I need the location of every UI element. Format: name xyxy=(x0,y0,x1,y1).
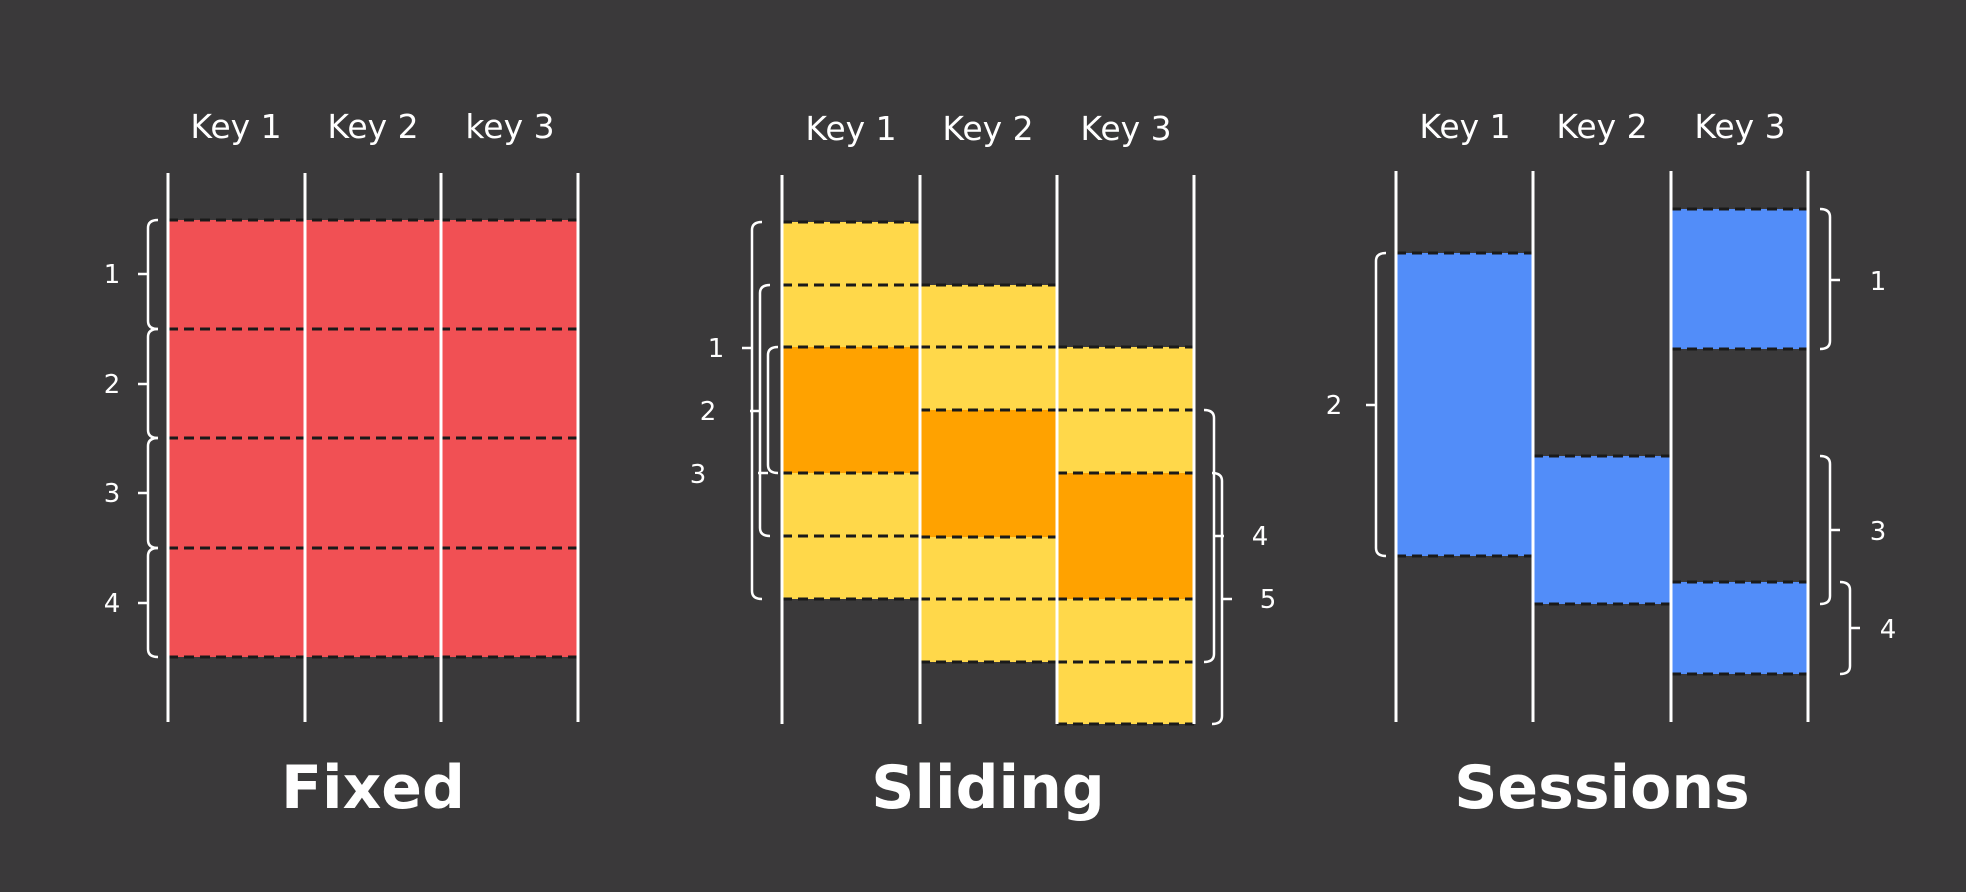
sliding-window-4-label: 4 xyxy=(1252,522,1269,552)
sliding-window-3-label: 3 xyxy=(690,460,707,490)
fixed-key-1-label: Key 1 xyxy=(190,107,281,146)
fixed-title: Fixed xyxy=(281,753,465,823)
sessions-window-1-label: 1 xyxy=(1870,267,1887,297)
sliding-title: Sliding xyxy=(871,753,1105,823)
fixed-dashes xyxy=(168,218,578,659)
sliding-window-1-label: 1 xyxy=(708,334,725,364)
sessions-window-2-label: 2 xyxy=(1326,391,1343,421)
fixed-window-4-label: 4 xyxy=(104,589,121,619)
sessions-key-2-session xyxy=(1533,456,1671,604)
fixed-window-1-label: 1 xyxy=(104,260,121,290)
sliding-key-1-overlap xyxy=(782,347,920,473)
sessions-key-2-label: Key 2 xyxy=(1556,107,1647,146)
sliding-dashes xyxy=(782,220,1194,726)
sessions-key-3-session-a xyxy=(1671,209,1808,349)
sessions-key-3-label: Key 3 xyxy=(1694,107,1785,146)
sessions-window-3-label: 3 xyxy=(1870,517,1887,547)
sessions-window-4-label: 4 xyxy=(1880,615,1897,645)
fixed-key-2-label: Key 2 xyxy=(327,107,418,146)
fixed-window-fill xyxy=(168,220,578,657)
fixed-window-2-label: 2 xyxy=(104,370,121,400)
sliding-key-3-overlap xyxy=(1057,473,1194,599)
sliding-window-2-label: 2 xyxy=(700,397,717,427)
sliding-key-2-overlap xyxy=(920,410,1057,537)
fixed-key-3-label: key 3 xyxy=(465,107,554,146)
sliding-key-3-label: Key 3 xyxy=(1080,109,1171,148)
sessions-window-brackets xyxy=(1366,207,1860,676)
fixed-window-3-label: 3 xyxy=(104,479,121,509)
sliding-panel: Key 1 Key 2 Key 3 1 2 3 4 5 Sliding xyxy=(690,109,1277,823)
fixed-key-lines xyxy=(166,173,580,722)
sliding-key-lines xyxy=(780,175,1196,724)
sliding-key-1-label: Key 1 xyxy=(805,109,896,148)
fixed-window-brackets xyxy=(138,218,159,659)
sessions-key-1-session xyxy=(1396,253,1533,556)
sessions-key-lines xyxy=(1394,171,1810,722)
sliding-key-2-label: Key 2 xyxy=(942,109,1033,148)
sessions-panel: Key 1 Key 2 Key 3 1 2 3 4 Sessions xyxy=(1326,107,1897,823)
sliding-window-brackets xyxy=(742,220,1232,726)
fixed-panel: Key 1 Key 2 key 3 1 2 3 4 Fixed xyxy=(104,107,580,823)
sessions-key-1-label: Key 1 xyxy=(1419,107,1510,146)
sessions-title: Sessions xyxy=(1454,753,1750,823)
sessions-dashes xyxy=(1396,207,1808,676)
sessions-key-3-session-b xyxy=(1671,582,1808,674)
sliding-window-5-label: 5 xyxy=(1260,585,1277,615)
